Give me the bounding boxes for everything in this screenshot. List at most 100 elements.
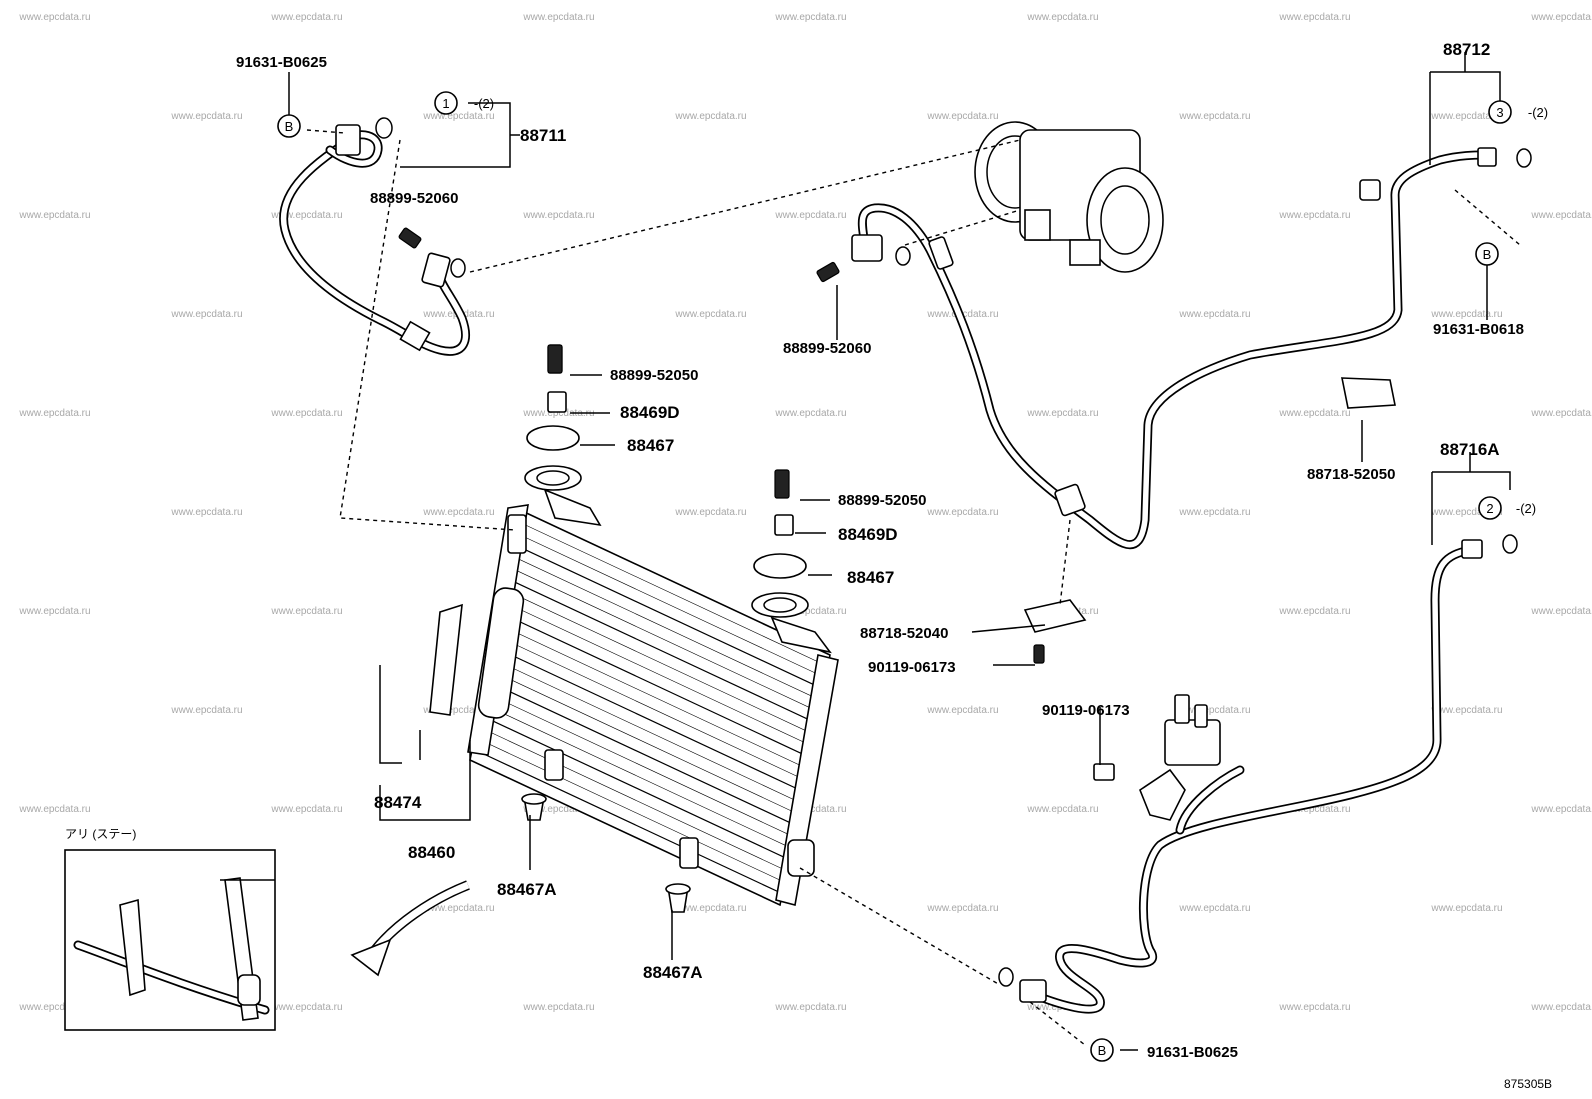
callout-b-top-left: B (277, 114, 301, 138)
label-88467a-a: 88467A (497, 880, 557, 899)
condenser-fin-line (490, 657, 801, 803)
dashed-reference-lines (306, 129, 1521, 1046)
watermark-text: www.epcdata.ru (170, 705, 242, 716)
condenser-fin-line (515, 532, 826, 678)
watermark-text: www.epcdata.ru (1278, 210, 1350, 221)
label-88712: 88712 (1443, 40, 1490, 59)
watermark-text: www.epcdata.ru (774, 210, 846, 221)
diagram-id: 875305B (1504, 1077, 1552, 1091)
discharge-hose-88711[interactable] (279, 124, 470, 356)
label-88899-52060-b: 88899-52060 (783, 340, 871, 357)
condenser-fin-line (492, 645, 803, 792)
watermark-text: www.epcdata.ru (1278, 1002, 1350, 1013)
svg-text:B: B (1483, 247, 1492, 262)
watermark-text: www.epcdata.ru (1026, 804, 1098, 815)
condenser-assembly-88460[interactable] (429, 504, 839, 907)
label-88711: 88711 (520, 126, 566, 145)
label-90119-06173-b: 90119-06173 (1042, 702, 1130, 719)
watermark-text: www.epcdata.ru (1530, 804, 1592, 815)
watermark-text: www.epcdata.ru (1530, 408, 1592, 419)
watermark-text: www.epcdata.ru (1530, 12, 1592, 23)
svg-text:-(2): -(2) (1516, 501, 1536, 516)
svg-text:2: 2 (1486, 501, 1493, 516)
watermark-text: www.epcdata.ru (674, 507, 746, 518)
watermark-text: www.epcdata.ru (1026, 12, 1098, 23)
watermark-text: www.epcdata.ru (926, 705, 998, 716)
watermark-text: www.epcdata.ru (1278, 804, 1350, 815)
inset-detail-stay: アリ (ステー) (64, 827, 276, 1031)
watermark-text: www.epcdata.ru (926, 507, 998, 518)
watermark-text: www.epcdata.ru (422, 111, 494, 122)
watermark-text: www.epcdata.ru (674, 111, 746, 122)
condenser-fins (472, 521, 828, 895)
label-91631-b0618: 91631-B0618 (1433, 321, 1524, 338)
watermark-text: www.epcdata.ru (1178, 903, 1250, 914)
label-88467-a: 88467 (627, 436, 674, 455)
watermark-text: www.epcdata.ru (674, 309, 746, 320)
label-88467-b: 88467 (847, 568, 894, 587)
condenser-fin-line (478, 714, 790, 861)
label-88718-52040: 88718-52040 (860, 625, 948, 642)
inset-caption: アリ (ステー) (65, 827, 136, 841)
label-88899-52060-a: 88899-52060 (370, 190, 458, 207)
liquid-pipe-88716a[interactable] (1019, 539, 1483, 1014)
leader-lines (288, 52, 1511, 1051)
part-labels: 91631-B0625 88711 88899-52060 88899-5205… (236, 40, 1552, 1091)
o-rings (375, 117, 1532, 987)
watermark-text: www.epcdata.ru (1178, 111, 1250, 122)
svg-text:1: 1 (442, 96, 449, 111)
label-91631-b0625-top: 91631-B0625 (236, 54, 327, 71)
condenser-fin-line (501, 600, 812, 747)
watermark-text: www.epcdata.ru (270, 1002, 342, 1013)
inset-arrow (350, 880, 470, 977)
watermark-text: www.epcdata.ru (270, 804, 342, 815)
bottom-cushion-right (665, 883, 691, 913)
watermark-text: www.epcdata.ru (170, 111, 242, 122)
watermark-text: www.epcdata.ru (1178, 309, 1250, 320)
watermark-text: www.epcdata.ru (1026, 408, 1098, 419)
watermark-text: www.epcdata.ru (270, 12, 342, 23)
watermark-text: www.epcdata.ru (270, 210, 342, 221)
compressor-outline (974, 121, 1164, 273)
condenser-fin-line (499, 611, 810, 758)
condenser-fin-line (488, 668, 799, 815)
watermark-text: www.epcdata.ru (774, 1002, 846, 1013)
suction-pipe[interactable] (851, 147, 1497, 550)
watermark-text: www.epcdata.ru (1430, 507, 1502, 518)
label-88474: 88474 (374, 793, 422, 812)
label-88467a-b: 88467A (643, 963, 703, 982)
watermark-text: www.epcdata.ru (1278, 408, 1350, 419)
watermark-text: www.epcdata.ru (270, 408, 342, 419)
bolt-88899-52050-left (547, 344, 563, 374)
condenser-fin-line (517, 521, 828, 667)
condenser-fin-line (512, 543, 824, 690)
clamp-88718-52040 (1023, 599, 1087, 664)
watermark-text: www.epcdata.ru (422, 705, 494, 716)
condenser-fin-line (497, 623, 808, 769)
watermark-text: www.epcdata.ru (1430, 309, 1502, 320)
condenser-fin-line (503, 589, 815, 735)
callout-b-bottom: B (1090, 1038, 1114, 1062)
condenser-fin-line (510, 555, 822, 701)
bottom-cushion-left (521, 793, 547, 821)
watermark-text: www.epcdata.ru (522, 12, 594, 23)
watermark-text: www.epcdata.ru (522, 210, 594, 221)
watermark-text: www.epcdata.ru (1430, 111, 1502, 122)
watermark-text: www.epcdata.ru (1530, 1002, 1592, 1013)
label-90119-06173-a: 90119-06173 (868, 659, 956, 676)
watermark-text: www.epcdata.ru (926, 903, 998, 914)
watermark-text: www.epcdata.ru (674, 903, 746, 914)
svg-text:B: B (285, 119, 294, 134)
label-88716a: 88716A (1440, 440, 1500, 459)
watermark-text: www.epcdata.ru (774, 606, 846, 617)
label-88899-52050-b: 88899-52050 (838, 492, 926, 509)
svg-text:-(2): -(2) (474, 96, 494, 111)
callout-2-qty: 2 -(2) (1478, 496, 1536, 520)
watermark-text: www.epcdata.ru (18, 408, 90, 419)
watermark-text: www.epcdata.ru (522, 1002, 594, 1013)
condenser-fin-line (506, 577, 817, 724)
watermark-text: www.epcdata.ru (1430, 705, 1502, 716)
callout-3-qty: 3 -(2) (1488, 100, 1548, 124)
watermark-text: www.epcdata.ru (774, 12, 846, 23)
